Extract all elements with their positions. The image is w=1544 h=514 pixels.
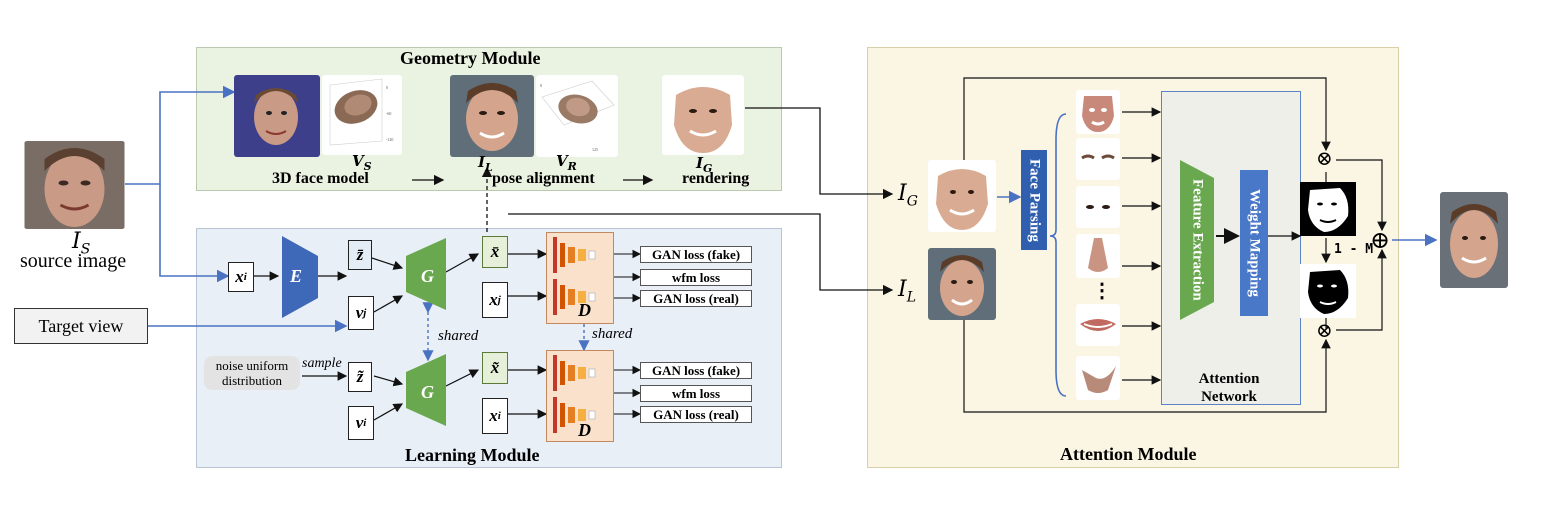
generator-top-trapezoid [406, 238, 446, 310]
vr-3d-plot: 0 125 [536, 75, 618, 157]
3d-face-model-image [234, 75, 320, 157]
il-geometry-label: IL [478, 153, 493, 174]
multiply-top-symbol: ⊗ [1316, 148, 1333, 170]
generator-bottom-trapezoid [406, 354, 446, 426]
target-view-box: Target view [14, 308, 148, 344]
z-tilde-box: z̃ [348, 362, 372, 392]
source-label: IS [72, 229, 91, 258]
output-face-image [1440, 192, 1508, 288]
face-parsing-block: Face Parsing [1021, 150, 1047, 250]
attention-ig-label: IG [898, 181, 918, 210]
step-pose-alignment: pose alignment [492, 170, 595, 187]
svg-text:-60: -60 [386, 111, 391, 116]
parsed-skin [1076, 90, 1120, 134]
loss-top-wfm: wfm loss [640, 269, 752, 286]
parsed-mouth [1076, 304, 1120, 346]
x-bar-box: x̄ [482, 236, 508, 268]
attention-il-label: IL [898, 277, 916, 306]
loss-top-gan-real: GAN loss (real) [640, 290, 752, 307]
add-symbol: ⊕ [1370, 228, 1391, 254]
svg-text:-120: -120 [386, 137, 393, 142]
one-minus-m-label: 1 - M [1334, 242, 1374, 257]
parsed-eyes [1076, 186, 1120, 228]
source-caption: source image [20, 250, 127, 272]
weight-mapping-block: Weight Mapping [1240, 170, 1268, 316]
attention-module-title: Attention Module [1060, 444, 1197, 464]
discriminator-top-box [546, 232, 614, 324]
discriminator-top-label: D [578, 300, 591, 320]
feature-extraction-shape [1180, 160, 1214, 320]
il-face-image-geometry [450, 75, 534, 157]
mask-one-minus-m [1300, 264, 1356, 318]
svg-text:0: 0 [540, 83, 542, 88]
parsed-eyebrows [1076, 138, 1120, 180]
svg-text:0: 0 [386, 85, 388, 90]
learning-module-title: Learning Module [405, 445, 540, 465]
loss-bottom-wfm: wfm loss [640, 385, 752, 402]
multiply-bottom-symbol: ⊗ [1316, 320, 1333, 342]
shared-label-generator: shared [438, 328, 479, 344]
shared-label-discriminator: shared [592, 326, 633, 342]
generator-top-label: G [421, 266, 434, 286]
loss-bottom-gan-fake: GAN loss (fake) [640, 362, 752, 379]
svg-text:125: 125 [592, 147, 598, 152]
vs-3d-plot: 0 -60 -120 [322, 75, 402, 155]
step-3d-face-model: 3D face model [272, 170, 369, 187]
vs-label: VS [352, 152, 372, 173]
parsed-nose [1076, 234, 1120, 278]
discriminator-bottom-label: D [578, 420, 591, 440]
discriminator-bottom-box [546, 350, 614, 442]
mask-m [1300, 182, 1356, 236]
parsed-jaw [1076, 356, 1120, 400]
attention-il-face [928, 248, 996, 320]
x-tilde-box: x̃ [482, 352, 508, 384]
ig-rendered-face [662, 75, 744, 155]
sample-label: sample [302, 356, 342, 371]
attention-ig-face [928, 160, 996, 232]
vr-label: VR [556, 152, 577, 173]
encoder-label: E [290, 266, 303, 286]
loss-bottom-gan-real: GAN loss (real) [640, 406, 752, 423]
encoder-trapezoid [282, 236, 318, 318]
z-bar-box: z̄ [348, 240, 372, 270]
ig-geometry-label: IG [696, 154, 713, 175]
loss-top-gan-fake: GAN loss (fake) [640, 246, 752, 263]
step-rendering: rendering [682, 170, 750, 187]
source-face-image [24, 141, 125, 229]
generator-bottom-label: G [421, 382, 434, 402]
geometry-module-title: Geometry Module [400, 48, 541, 68]
parts-ellipsis: ⋮ [1092, 280, 1112, 302]
feature-extraction-label: Feature Extraction [1189, 179, 1206, 301]
